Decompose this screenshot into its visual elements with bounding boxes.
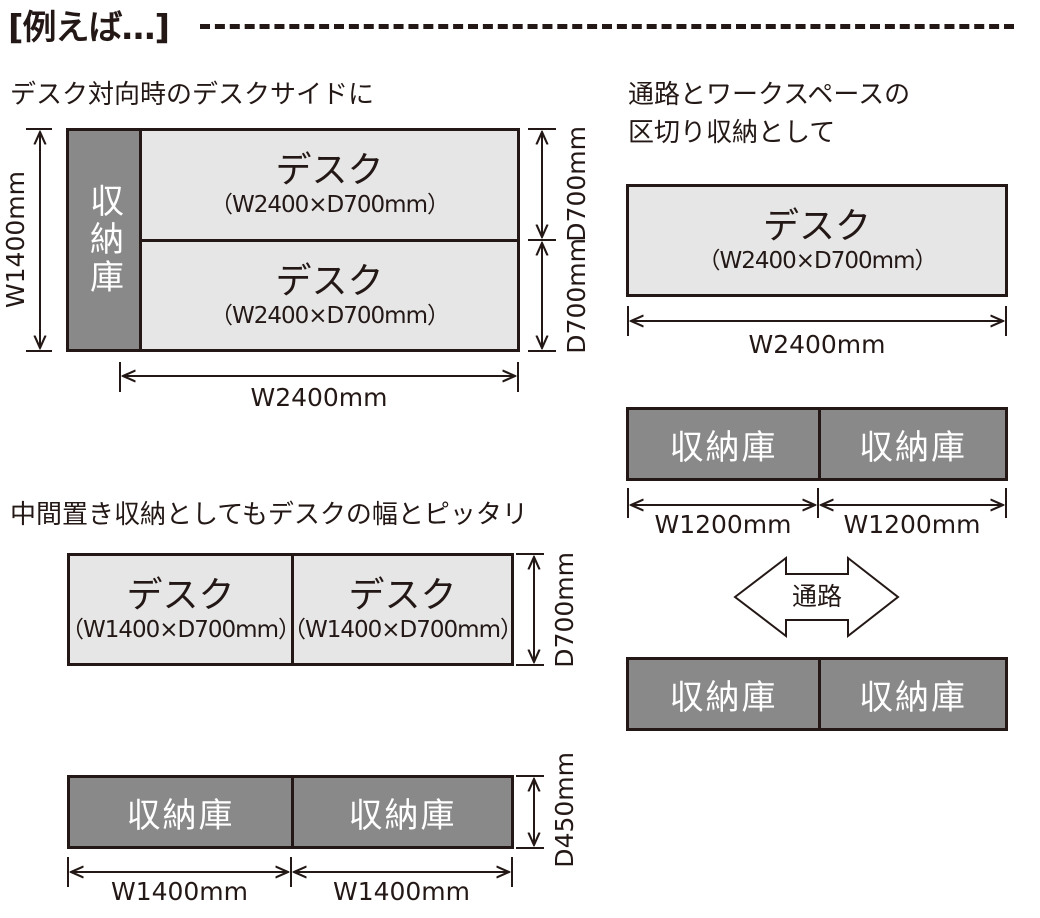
storage-unit: 収納庫 [821, 410, 1005, 478]
dim-widths-ex2 [67, 857, 513, 887]
section-heading: [例えば…] [8, 8, 170, 48]
storage-row-top-ex3: 収納庫 収納庫 [626, 407, 1008, 481]
dim-label-left-ex1: W1400mm [0, 128, 30, 352]
storage-label: 収納庫 [126, 795, 235, 836]
storage-label: 収納庫 [859, 427, 967, 468]
dim-label: D700mm [561, 238, 591, 354]
desk-top: デスク （W2400×D700mm） [142, 131, 517, 239]
desk-title: デスク [126, 574, 235, 616]
dim-label-storage-right-ex3: W1200mm [843, 510, 981, 539]
storage-label: 収納庫 [83, 183, 124, 297]
desk-left: デスク （W1400×D700mm） [61, 556, 301, 663]
desk-size: （W1400×D700mm） [283, 616, 523, 643]
dashed-divider [200, 24, 1014, 29]
dim-storage-depth-ex2 [516, 775, 544, 849]
desk-size: （W2400×D700mm） [210, 302, 450, 329]
desk-bottom: デスク （W2400×D700mm） [142, 242, 517, 349]
dim-label: D450mm [549, 752, 579, 868]
dim-label-bottom-ex1: W2400mm [250, 383, 388, 412]
caption-ex3-line2: 区切り収納として [628, 118, 836, 148]
dim-label-right-ex1-top: D700mm [560, 126, 592, 242]
dim-label-desk-width-ex3: W2400mm [748, 330, 886, 359]
dim-label-desk-depth-ex2: D700mm [548, 551, 580, 668]
desk-title: デスク [762, 205, 871, 247]
caption-ex2: 中間置き収納としてもデスクの幅とピッタリ [10, 500, 528, 530]
storage-unit: 収納庫 [629, 660, 818, 728]
desk-title: デスク [275, 260, 384, 302]
storage-label: 収納庫 [669, 677, 778, 718]
dim-label: W1400mm [0, 171, 30, 309]
aisle-label: 通路 [791, 582, 842, 611]
dim-label: D700mm [561, 126, 591, 242]
dim-label-storage-depth-ex2: D450mm [548, 752, 580, 868]
storage-row-bottom-ex3: 収納庫 収納庫 [626, 657, 1008, 731]
desk-ex3: デスク （W2400×D700mm） [626, 184, 1008, 297]
storage-unit: 収納庫 [294, 778, 511, 846]
storage-row-ex2: 収納庫 収納庫 [67, 775, 514, 849]
desk-size: （W2400×D700mm） [210, 192, 450, 218]
dim-right-ex1 [528, 128, 556, 352]
caption-ex1: デスク対向時のデスクサイドに [10, 80, 375, 110]
storage-label: 収納庫 [669, 427, 778, 468]
desk-size: （W2400×D700mm） [697, 247, 938, 274]
desk-title: デスク [275, 150, 384, 191]
dim-desk-depth-ex2 [516, 553, 544, 666]
desk-size: （W1400×D700mm） [61, 616, 301, 643]
storage-label: 収納庫 [348, 795, 457, 836]
dim-desk-width-ex3 [627, 306, 1007, 336]
aisle-double-arrow-icon [733, 555, 900, 639]
desk-title: デスク [348, 574, 457, 616]
dim-label-right-ex1-bottom: D700mm [560, 238, 592, 354]
storage-label: 収納庫 [859, 677, 967, 718]
layout-ex1: 収納庫 デスク （W2400×D700mm） デスク （W2400×D700mm… [66, 128, 520, 352]
dim-label-width-right-ex2: W1400mm [332, 877, 471, 906]
dim-left-ex1 [26, 128, 52, 352]
dim-label-width-left-ex2: W1400mm [110, 877, 249, 906]
storage-unit: 収納庫 [821, 660, 1005, 728]
caption-ex3-line1: 通路とワークスペースの [628, 80, 911, 110]
dim-storage-widths-ex3 [627, 488, 1007, 518]
desk: デスク （W2400×D700mm） [629, 187, 1005, 294]
dim-label-storage-left-ex3: W1200mm [654, 510, 792, 539]
storage-unit: 収納庫 [70, 778, 291, 846]
desk-right: デスク （W1400×D700mm） [283, 556, 523, 663]
dim-label: D700mm [549, 551, 579, 668]
desk-row-ex2: デスク （W1400×D700mm） デスク （W1400×D700mm） [61, 553, 523, 666]
dim-bottom-ex1 [119, 362, 519, 392]
storage-unit: 収納庫 [629, 410, 818, 478]
storage-unit: 収納庫 [69, 131, 139, 349]
